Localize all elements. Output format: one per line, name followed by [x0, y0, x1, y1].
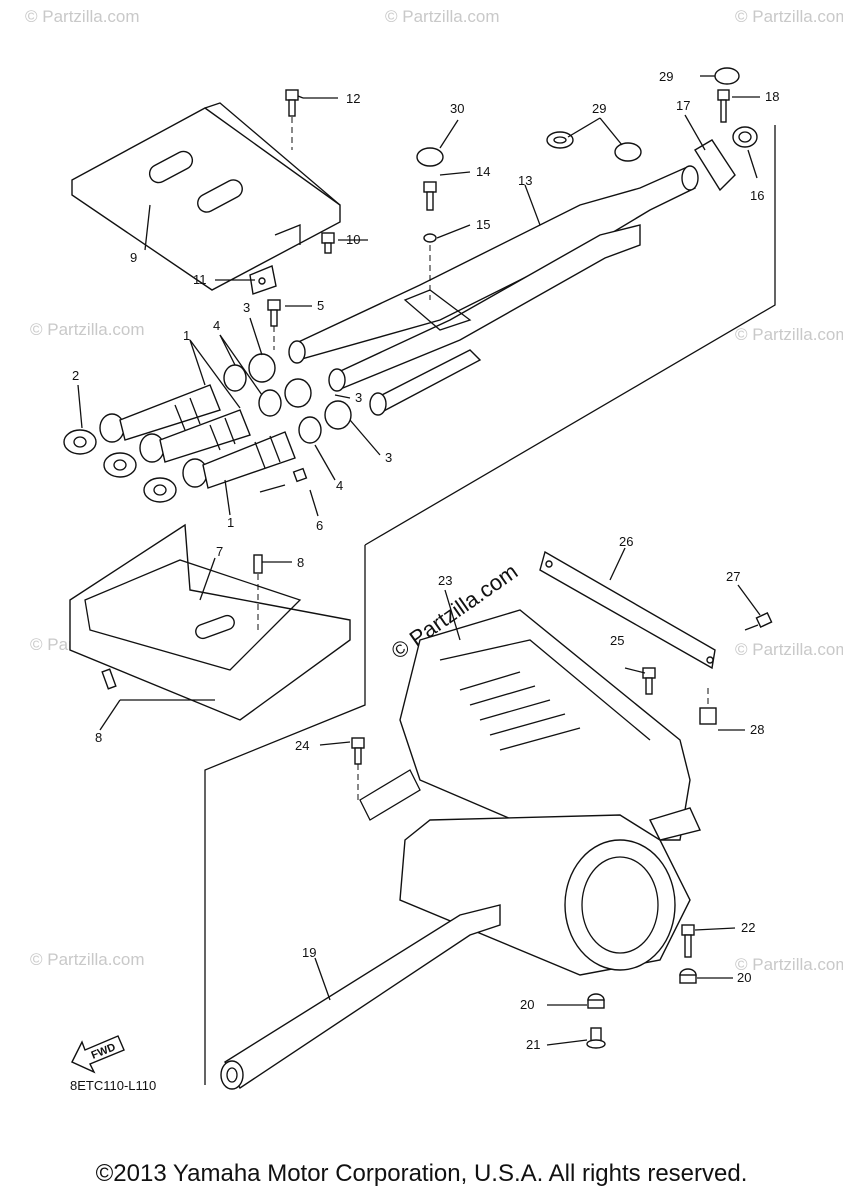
- rivet-8a: [253, 554, 263, 630]
- callout-21: 21: [526, 1037, 540, 1052]
- fwd-arrow-icon: FWD: [71, 1035, 125, 1074]
- callout-29: 29: [592, 101, 606, 116]
- callout-1: 1: [227, 515, 234, 530]
- callout-18: 18: [765, 89, 779, 104]
- callout-8: 8: [297, 555, 304, 570]
- callout-12: 12: [346, 91, 360, 106]
- callout-7: 7: [216, 544, 223, 559]
- screw-14: [423, 181, 437, 211]
- callout-9: 9: [130, 250, 137, 265]
- bolt-25: [642, 667, 656, 695]
- grommet-29a: [546, 131, 574, 149]
- bolt-6: [259, 467, 308, 493]
- callout-20: 20: [520, 997, 534, 1012]
- callout-8: 8: [95, 730, 102, 745]
- callout-5: 5: [317, 298, 324, 313]
- callout-26: 26: [619, 534, 633, 549]
- muffler-cover-23: [359, 609, 691, 841]
- tail-pipe-19: [220, 904, 501, 1090]
- clamps-3: [248, 353, 352, 430]
- watermark: © Partzilla.com: [30, 320, 145, 339]
- headers-1: [99, 384, 296, 489]
- cap-29b: [614, 142, 642, 162]
- rivet-8b: [101, 668, 117, 690]
- exhaust-diagram-svg: © Partzilla.com © Partzilla.com © Partzi…: [25, 7, 843, 1093]
- callout-11: 11: [193, 272, 207, 287]
- callout-16: 16: [750, 188, 764, 203]
- watermark: © Partzilla.com: [30, 950, 145, 969]
- sleeves-4: [223, 364, 322, 444]
- callout-17: 17: [676, 98, 690, 113]
- callout-4: 4: [336, 478, 343, 493]
- callout-6: 6: [316, 518, 323, 533]
- callout-3: 3: [243, 300, 250, 315]
- bolt-27: [744, 612, 773, 631]
- gaskets-2: [63, 429, 177, 503]
- collar-21: [586, 1027, 606, 1049]
- callouts: 1 1 2 3 3 3 4 4 5 6 7 8 8 9 10 11 12 13 …: [72, 69, 779, 1052]
- callout-23: 23: [438, 573, 452, 588]
- callout-27: 27: [726, 569, 740, 584]
- callout-25: 25: [610, 633, 624, 648]
- damper-20b: [587, 993, 605, 1009]
- bolt-5: [267, 299, 281, 350]
- cap-30: [416, 147, 444, 167]
- callout-4: 4: [213, 318, 220, 333]
- clamp-17: [694, 139, 736, 192]
- callout-10: 10: [346, 232, 360, 247]
- exhaust-pipe-13: [288, 165, 699, 416]
- callout-24: 24: [295, 738, 309, 753]
- callout-29: 29: [659, 69, 673, 84]
- cap-29-top: [714, 67, 740, 85]
- bolt-10: [321, 232, 335, 254]
- bolt-22: [681, 924, 695, 958]
- watermark: © Partzilla.com: [735, 7, 843, 26]
- callout-19: 19: [302, 945, 316, 960]
- callout-22: 22: [741, 920, 755, 935]
- leader-lines: [77, 75, 761, 1046]
- bolt-12: [285, 89, 299, 150]
- damper-20a: [679, 968, 697, 984]
- muffler-body: [399, 807, 701, 976]
- watermark: © Partzilla.com: [385, 7, 500, 26]
- watermark: © Partzilla.com: [735, 955, 843, 974]
- callout-2: 2: [72, 368, 79, 383]
- callout-20: 20: [737, 970, 751, 985]
- nut-28: [699, 688, 717, 725]
- callout-3: 3: [385, 450, 392, 465]
- ring-16: [732, 126, 758, 148]
- callout-3: 3: [355, 390, 362, 405]
- bolt-24: [351, 737, 365, 800]
- copyright-notice: ©2013 Yamaha Motor Corporation, U.S.A. A…: [95, 1160, 748, 1187]
- callout-13: 13: [518, 173, 532, 188]
- bolt-18: [717, 89, 730, 123]
- callout-30: 30: [450, 101, 464, 116]
- diagram-code: 8ETC110-L110: [70, 1078, 156, 1093]
- heat-shield-lower: [69, 523, 351, 721]
- bracket-11: [249, 265, 277, 295]
- watermark: © Partzilla.com: [25, 7, 140, 26]
- bracket-26: [539, 550, 716, 670]
- watermark: © Partzilla.com: [735, 640, 843, 659]
- callout-1: 1: [183, 328, 190, 343]
- callout-14: 14: [476, 164, 490, 179]
- outline-frames: [204, 125, 776, 1085]
- callout-28: 28: [750, 722, 764, 737]
- heat-shield-upper: [71, 102, 341, 291]
- watermark: © Partzilla.com: [735, 325, 843, 344]
- callout-15: 15: [476, 217, 490, 232]
- washer-15: [423, 233, 437, 300]
